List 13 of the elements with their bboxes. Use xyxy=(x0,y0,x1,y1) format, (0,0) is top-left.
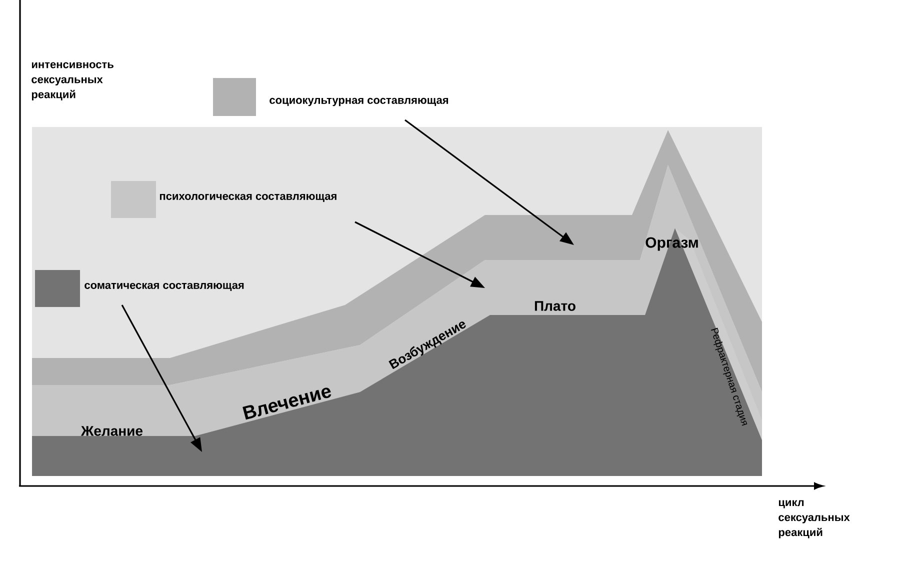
legend-text: социокультурная составляющая xyxy=(270,98,448,106)
leader-arrow xyxy=(121,304,202,452)
legend-text: психологическая составляющая xyxy=(160,194,336,202)
leader-arrow xyxy=(354,221,485,288)
stage-label: Влечение xyxy=(242,388,332,420)
axis-label: цикл сексуальных реакций xyxy=(778,500,850,538)
stage-label: Желание xyxy=(80,426,142,436)
stage-label: Оргазм xyxy=(646,237,698,251)
axis-label: интенсивность сексуальных реакций xyxy=(32,62,114,100)
band xyxy=(32,228,762,476)
legend-text: соматическая составляющая xyxy=(84,282,244,292)
leader-arrow xyxy=(404,119,574,245)
stage-label: Плато xyxy=(534,301,576,311)
